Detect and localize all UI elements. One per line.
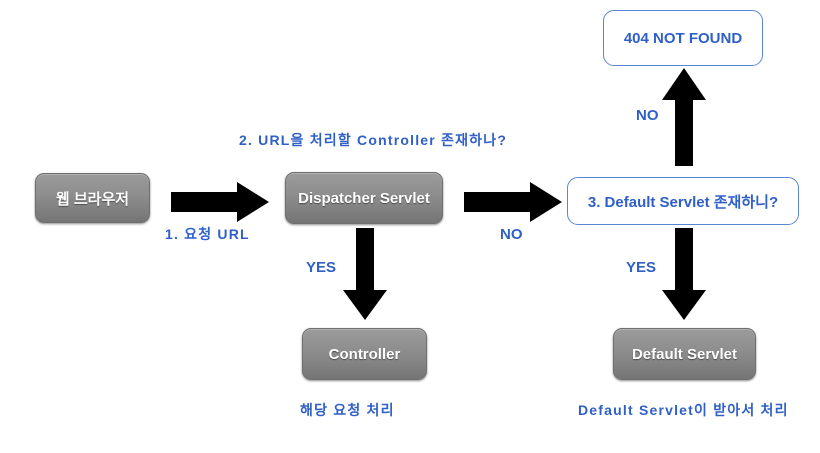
edge-label-default-check-yes: YES — [626, 259, 657, 276]
node-404-not-found-label: 404 NOT FOUND — [623, 29, 743, 47]
edge-label-request-url: 1. 요청 URL — [165, 226, 250, 242]
node-web-browser-label: 웹 브라우저 — [55, 190, 130, 208]
edge-label-dispatcher-no: NO — [500, 226, 523, 243]
edge-label-controller-exists: 2. URL을 처리할 Controller 존재하나? — [239, 132, 508, 148]
caption-default-servlet: Default Servlet이 받아서 처리 — [578, 402, 789, 418]
arrow-dispatcher-to-controller — [341, 228, 389, 322]
edge-label-default-check-no: NO — [636, 107, 659, 124]
node-default-servlet-check: 3. Default Servlet 존재하니? — [567, 177, 799, 225]
arrow-up-to-404 — [660, 66, 708, 168]
node-web-browser: 웹 브라우저 — [35, 173, 150, 223]
caption-controller: 해당 요청 처리 — [300, 402, 395, 418]
arrow-default-check-to-default-servlet — [660, 228, 708, 322]
node-default-servlet-check-label: 3. Default Servlet 존재하니? — [587, 193, 779, 211]
node-dispatcher-servlet-label: Dispatcher Servlet — [298, 189, 430, 207]
node-controller-label: Controller — [328, 345, 401, 363]
node-controller: Controller — [302, 328, 427, 380]
edge-label-dispatcher-yes: YES — [306, 259, 337, 276]
arrow-browser-to-dispatcher — [169, 180, 271, 224]
node-dispatcher-servlet: Dispatcher Servlet — [285, 172, 443, 224]
arrow-dispatcher-to-default-check — [462, 180, 564, 224]
node-default-servlet: Default Servlet — [613, 328, 756, 380]
node-404-not-found: 404 NOT FOUND — [603, 10, 763, 66]
node-default-servlet-label: Default Servlet — [631, 345, 738, 363]
